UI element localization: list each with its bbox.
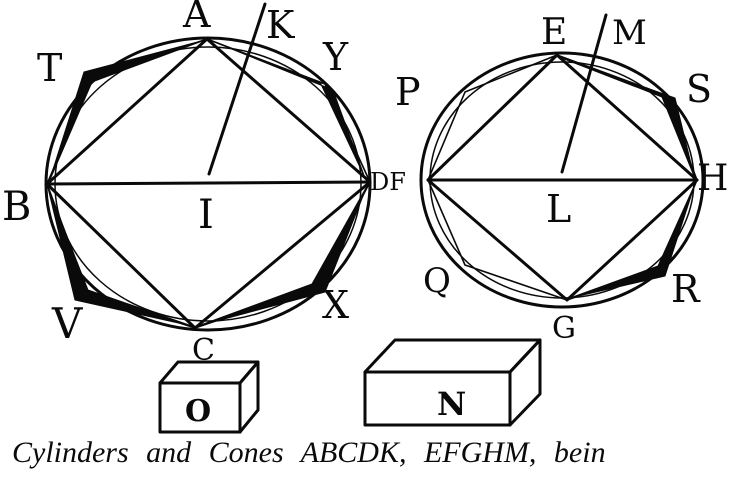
label-y: Y [322,35,349,79]
right-wedge-e-s [558,56,695,177]
left-radius-ik [207,2,267,176]
large-box-n [363,338,542,427]
label-k: K [266,3,295,47]
label-x: X [322,283,349,327]
label-b: B [2,184,31,230]
label-v: V [51,299,83,348]
small-box-o [158,360,260,434]
label-s: S [686,67,712,111]
left-wedge-b-t [48,39,206,183]
left-diameter-bd [45,180,372,186]
label-h: H [697,158,728,199]
label-a: A [182,0,211,36]
right-radius-lm [560,13,608,174]
left-wedge-c-x [197,185,368,327]
left-circle-figure [44,2,372,332]
label-l: L [546,187,571,231]
label-q: Q [423,261,451,301]
label-c: C [192,333,215,368]
label-t: T [37,46,62,90]
label-box-n: N [437,385,466,423]
right-wedge-h-r [569,183,696,299]
label-g: G [552,311,576,346]
label-df: DF [370,168,406,196]
label-box-o: O [185,394,211,429]
label-p: P [395,70,421,114]
caption-text: Cylinders and Cones ABCDK, EFGHM, bein [12,436,606,469]
right-circle-figure [419,13,705,309]
left-wedge-a-y [206,38,366,179]
right-circle-outer [419,51,705,309]
label-e: E [541,12,567,53]
left-wedge-b-v [47,187,193,327]
label-r: R [671,267,701,311]
label-m: M [612,13,647,53]
label-i: I [198,192,214,238]
